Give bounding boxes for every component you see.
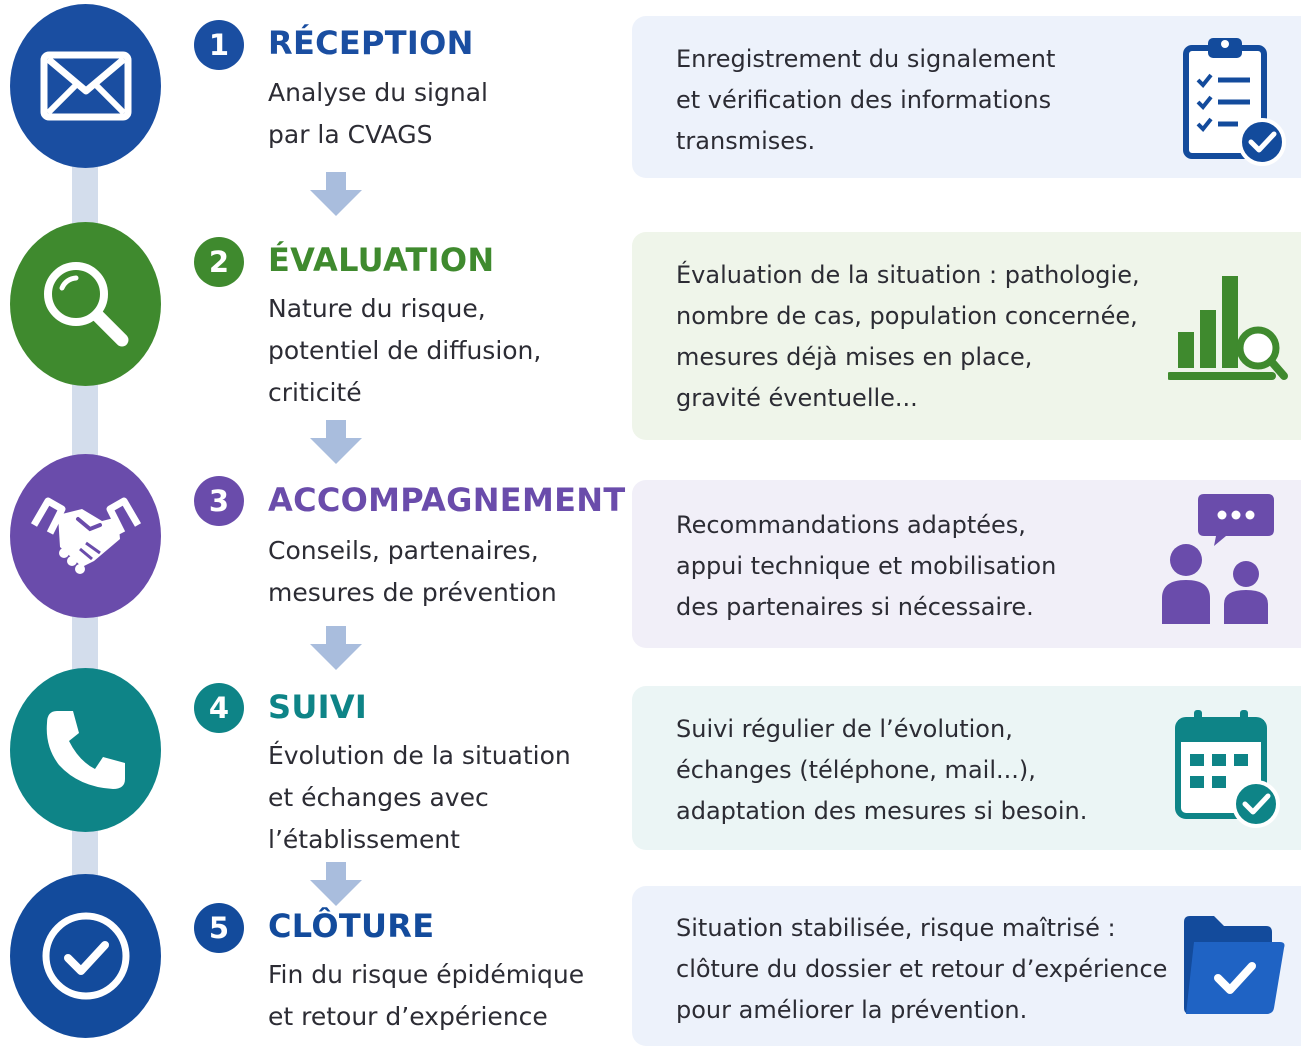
arrow-down-icon	[310, 420, 362, 468]
step-3-number: 3	[194, 476, 244, 526]
handshake-icon	[30, 495, 142, 577]
step-5-title: CLÔTURE	[268, 907, 435, 945]
envelope-icon	[40, 51, 132, 121]
step-5-subtitle: Fin du risque épidémique et retour d’exp…	[268, 960, 585, 1031]
step-3-circle	[10, 454, 161, 618]
bar-chart-search-icon	[1166, 272, 1292, 390]
step-2-circle	[10, 222, 161, 386]
arrow-down-icon	[310, 626, 362, 674]
folder-check-icon	[1180, 912, 1288, 1026]
step-1-number: 1	[194, 20, 244, 70]
step-4-subtitle: Évolution de la situation et échanges av…	[268, 741, 571, 854]
step-4-circle	[10, 668, 161, 832]
step-5-number: 5	[194, 903, 244, 953]
step-4-description: Suivi régulier de l’évolution, échanges …	[676, 715, 1088, 825]
step-2-title: ÉVALUATION	[268, 241, 495, 279]
step-4-title: SUIVI	[268, 688, 368, 726]
step-5-description: Situation stabilisée, risque maîtrisé : …	[676, 914, 1168, 1024]
step-4-number: 4	[194, 683, 244, 733]
calendar-check-icon	[1172, 708, 1284, 836]
checkmark-circle-icon	[38, 908, 134, 1004]
step-3-description: Recommandations adaptées, appui techniqu…	[676, 511, 1057, 621]
clipboard-check-icon	[1178, 34, 1288, 172]
arrow-down-icon	[310, 172, 362, 220]
step-1-description: Enregistrement du signalement et vérific…	[676, 45, 1056, 155]
step-2-subtitle: Nature du risque, potentiel de diffusion…	[268, 294, 542, 407]
step-3-subtitle: Conseils, partenaires, mesures de préven…	[268, 536, 557, 607]
arrow-down-icon	[310, 862, 362, 910]
phone-icon	[43, 707, 129, 793]
step-1-title: RÉCEPTION	[268, 24, 474, 62]
step-1-circle	[10, 4, 161, 168]
step-2-number: 2	[194, 237, 244, 287]
step-5-circle	[10, 874, 161, 1038]
step-2-description: Évaluation de la situation : pathologie,…	[676, 261, 1140, 412]
step-3-title: ACCOMPAGNEMENT	[268, 481, 626, 519]
people-chat-icon	[1160, 488, 1276, 634]
magnifier-icon	[38, 256, 134, 352]
step-1-subtitle: Analyse du signal par la CVAGS	[268, 78, 488, 149]
